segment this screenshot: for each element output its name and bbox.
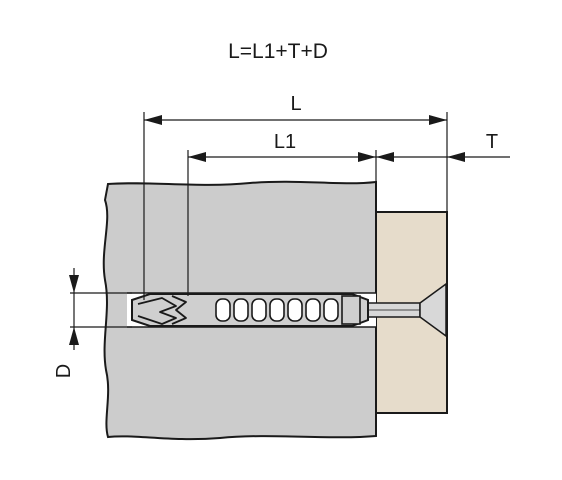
arrow-T-left bbox=[376, 152, 394, 162]
dowel-segments bbox=[215, 298, 339, 322]
screw-head bbox=[419, 282, 447, 338]
dowel-collar bbox=[341, 295, 361, 325]
arrow-D-bottom bbox=[69, 327, 79, 345]
dimension-label-L1: L1 bbox=[274, 131, 296, 153]
dimension-label-L: L bbox=[290, 93, 301, 115]
extension-lines bbox=[70, 112, 448, 328]
arrow-L1-left bbox=[188, 152, 206, 162]
dimension-label-D: D bbox=[53, 364, 75, 378]
arrow-L-left bbox=[144, 115, 162, 125]
arrow-L1-right bbox=[358, 152, 376, 162]
formula-label: L=L1+T+D bbox=[228, 40, 328, 63]
dimension-label-T: T bbox=[486, 131, 498, 153]
dowel-tip-wings bbox=[137, 295, 187, 325]
arrow-D-top bbox=[69, 275, 79, 293]
arrow-T-right bbox=[447, 152, 465, 162]
arrow-L-right bbox=[429, 115, 447, 125]
